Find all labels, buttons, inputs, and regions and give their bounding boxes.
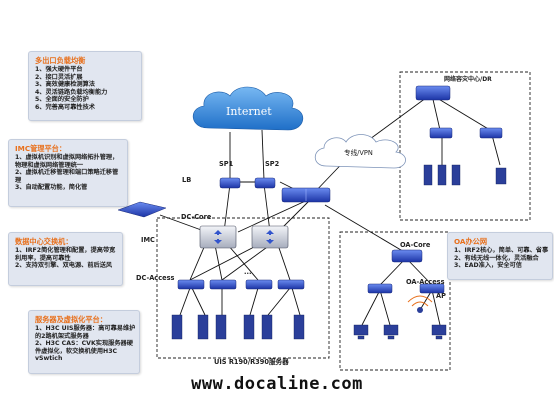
dr-zone <box>399 71 531 221</box>
panel-line: 1、IRF2简化管理和配置，提高带宽利用率，提高可靠性 <box>15 247 116 262</box>
panel-line: 2、虚拟机迁移管理和端口策略迁移管理 <box>15 169 119 184</box>
oa-office-title: OA办公网 <box>454 237 488 246</box>
core-switch-icon <box>251 225 289 249</box>
server-virt-title: 服务器及虚拟化平台： <box>35 315 107 324</box>
panel-line: 6、完善高可靠性技术 <box>35 103 95 111</box>
dots-label: ... <box>244 268 252 276</box>
multi-exit-lb-title: 多出口负载均衡 <box>35 56 86 65</box>
cloud-icon <box>192 86 304 131</box>
core-switch-icon <box>199 225 237 249</box>
internet-label: Internet <box>226 105 272 118</box>
sp1-label: SP1 <box>219 160 234 168</box>
server-rack-icon <box>171 314 305 340</box>
switch-icon <box>479 127 503 139</box>
oa-core-label: OA-Core <box>400 241 431 249</box>
uis-server-label: UIS R190/R390服务器 <box>214 358 289 366</box>
vpn-label: 专线/VPN <box>344 149 373 157</box>
dr-center-label: 网络容灾中心/DR <box>444 76 492 83</box>
panel-line: 2、接口灵活扩展 <box>35 73 83 81</box>
dc-core-label: DC-Core <box>181 213 212 221</box>
oa-zone <box>339 231 451 371</box>
panel-line: 4、灵活链路负载均衡能力 <box>35 88 108 96</box>
dc-zone <box>156 217 330 359</box>
panel-line: 3、高效健康检测算法 <box>35 81 95 89</box>
switch-icon <box>245 279 273 290</box>
router-icon <box>391 249 423 263</box>
links <box>159 94 501 326</box>
dc-access-label: DC-Access <box>136 274 175 282</box>
panel-line: 2、支持双引擎、双电源、前后送风 <box>15 262 113 270</box>
panel-line: 1、IRF2核心，简单、可靠、省事 <box>454 247 549 254</box>
switch-icon <box>367 283 393 294</box>
router-icon <box>415 85 451 101</box>
panel-line: 1、强大硬件平台 <box>35 66 83 73</box>
panel-line: 2、H3C CAS：CVK实现服务器硬件虚拟化，软交换机使用H3C vSwtic… <box>35 340 133 363</box>
panel-line: 1、H3C UIS服务器：高可靠易维护的2路机架式服务器 <box>35 325 136 340</box>
imc-label: IMC <box>141 236 155 244</box>
switch-icon <box>429 127 453 139</box>
panel-line: 5、全面的安全防护 <box>35 96 89 104</box>
server-rack-icon <box>423 164 507 186</box>
switch-icon <box>277 279 305 290</box>
router-icon <box>219 177 241 189</box>
desktop-pc-icon <box>353 324 447 340</box>
dc-switch-title: 数据中心交换机： <box>15 237 73 246</box>
router-icon <box>254 177 276 189</box>
wireless-ap-icon <box>407 295 433 313</box>
panel-line: 3、EAD准入，安全可信 <box>454 262 522 270</box>
panel-line: 2、有线无线一体化，灵活融合 <box>454 254 539 262</box>
ap-label: AP <box>436 292 446 300</box>
watermark-text: www.docaline.com <box>191 374 363 394</box>
imc-platform-title: IMC管理平台： <box>15 144 67 153</box>
lb-label: LB <box>182 176 192 184</box>
switch-icon <box>281 187 331 203</box>
oa-access-label: OA-Access <box>406 278 445 286</box>
switch-icon <box>419 283 445 294</box>
switch-icon <box>209 279 237 290</box>
switch-icon <box>117 201 167 218</box>
panel-line: 3、自动配置功能，简化管 <box>15 184 88 192</box>
switch-icon <box>177 279 205 290</box>
vpn-cloud-icon <box>314 134 406 169</box>
panel-line: 1、虚拟机识别和虚拟网络拓扑管理，物理和虚拟网络管理统一 <box>15 154 119 169</box>
sp2-label: SP2 <box>265 160 280 168</box>
